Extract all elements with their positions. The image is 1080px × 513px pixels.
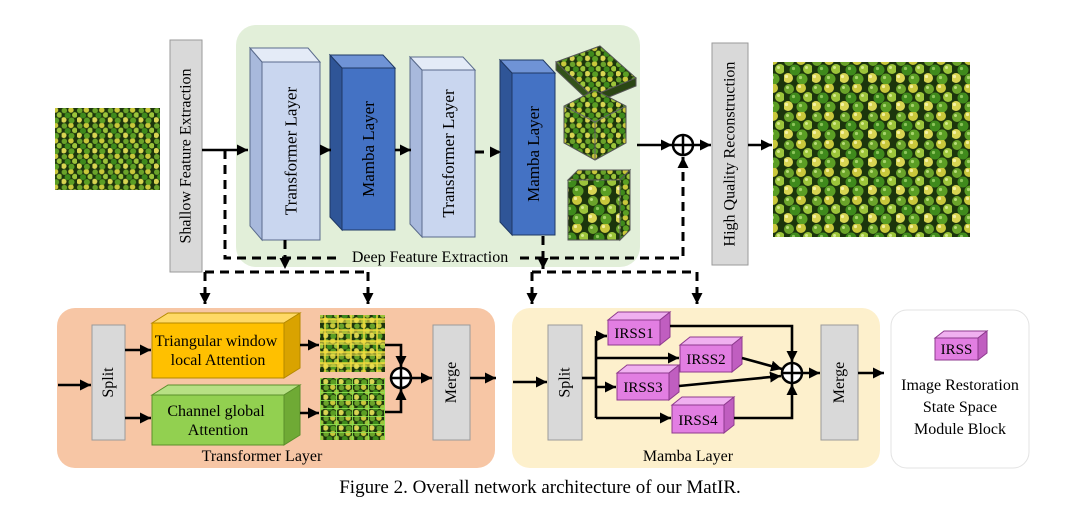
arrow-irss2-to-sum [741,356,783,372]
transformer-layer-title: Transformer Layer [202,448,323,465]
split-label: Split [557,367,574,398]
local-attention-line-1: Triangular window [155,333,278,350]
svg-text:Triangular window loca: Triangular window local Attention [155,333,282,369]
figure-caption: Figure 2. Overall network architecture o… [339,477,741,498]
mamba-split-box: Split [547,324,583,441]
irss-module-4: IRSS4 [670,395,736,435]
legend-irss-box: IRSS [933,329,989,362]
irss-module-1: IRSS1 [606,310,672,347]
deep-block-label: Mamba Layer [359,101,378,197]
local-attention-map [320,315,385,372]
local-attention-line-2: local Attention [171,352,266,369]
feature-cube-bottom [566,168,632,242]
deep-block-transformer-2: Transformer Layer [408,55,477,239]
deep-block-label: Transformer Layer [282,87,301,216]
legend-description-line-1: Image Restoration [901,377,1019,394]
transformer-merge-box: Merge [432,324,471,441]
shallow-feature-extraction-box: Shallow Feature Extraction [169,39,203,273]
shallow-feature-extraction-label: Shallow Feature Extraction [178,68,195,243]
arrow-irss1-to-sum [670,324,798,362]
irss-label: IRSS1 [614,326,653,342]
global-attention-line-2: Attention [188,422,248,439]
irss-module-3: IRSS3 [615,363,681,402]
elementwise-sum-node-mamba [780,361,804,385]
irss-label: IRSS2 [686,352,725,368]
arrow-global-map-to-sum [385,389,407,414]
elementwise-sum-node-main [671,133,695,157]
high-quality-reconstruction-label: High Quality Reconstruction [722,62,739,247]
skip-connection-left [223,150,340,260]
mamba-layer-title: Mamba Layer [643,448,734,465]
mamba-merge-box: Merge [820,324,859,441]
irss-label: IRSS3 [623,380,662,396]
input-low-quality-image [55,108,160,190]
skip-connection-right [520,157,689,260]
deep-block-label: Transformer Layer [439,89,458,218]
transformer-split-box: Split [91,324,126,441]
deep-block-label: Mamba Layer [524,106,543,202]
deep-block-transformer-1: Transformer Layer [248,46,322,242]
irss-label: IRSS4 [678,413,718,429]
arrow-irss4-to-sum [734,384,798,420]
triangular-window-local-attention-box: Triangular window local Attention [150,312,302,379]
merge-label: Merge [443,362,460,403]
irss-module-2: IRSS2 [678,335,744,374]
arrow-irss3-to-sum [678,371,782,388]
legend-description-line-2: State Space [923,399,997,416]
global-attention-map [320,378,385,440]
split-label: Split [100,367,117,398]
legend-irss-label: IRSS [941,342,973,358]
output-restored-image [773,62,970,237]
legend-panel: IRSS Image Restoration State Space Modul… [890,309,1030,469]
high-quality-reconstruction-box: High Quality Reconstruction [711,42,749,266]
deep-feature-extraction-label: Deep Feature Extraction [352,249,508,266]
svg-text:Channel global Attenti: Channel global Attention [167,403,268,439]
channel-global-attention-box: Channel global Attention [150,384,302,446]
mamba-layer-panel: Mamba Layer Split IRSS1 IRSS2 IRS [512,308,884,468]
feature-cube-middle [563,89,627,161]
transformer-layer-panel: Transformer Layer Split Triangular windo… [57,308,496,468]
deep-block-mamba-2: Mamba Layer [498,58,557,237]
global-attention-line-1: Channel global [167,403,265,420]
arrow-local-map-to-sum [385,343,407,367]
elementwise-sum-node-transformer [389,366,413,390]
deep-block-mamba-1: Mamba Layer [328,53,397,232]
merge-label: Merge [831,362,848,403]
legend-description-line-3: Module Block [914,421,1006,438]
